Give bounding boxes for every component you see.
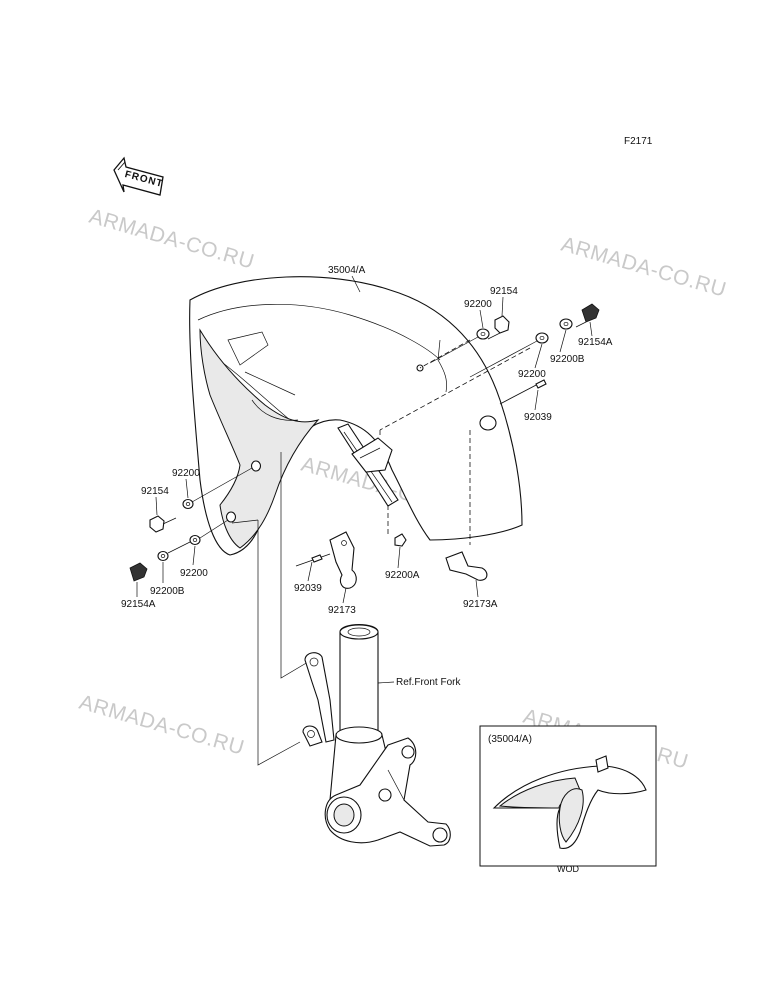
label-92154-left: 92154 xyxy=(141,486,169,497)
upper-right-hardware xyxy=(476,303,600,405)
label-92039-right: 92039 xyxy=(524,412,552,423)
label-92200-left-b: 92200 xyxy=(180,568,208,579)
bolt-icon xyxy=(149,515,177,533)
inset-label: (35004/A) xyxy=(488,734,532,745)
inset-caption: WOD xyxy=(557,864,579,874)
watermark-2: ARMADA-CO.RU xyxy=(559,233,729,302)
left-hardware xyxy=(129,498,201,582)
label-ref-front-fork: Ref.Front Fork xyxy=(396,677,461,688)
label-92039-left: 92039 xyxy=(294,583,322,594)
label-92154A-upper: 92154A xyxy=(578,337,613,348)
bolt-icon xyxy=(129,562,148,582)
label-92173: 92173 xyxy=(328,605,356,616)
variant-inset: (35004/A) WOD xyxy=(479,725,657,874)
label-92154A-left: 92154A xyxy=(121,599,156,610)
label-92154-upper: 92154 xyxy=(490,286,518,297)
bolt-icon xyxy=(487,315,510,340)
watermark-4: ARMADA-CO.RU xyxy=(77,691,247,760)
label-92200B-upper: 92200B xyxy=(550,354,585,365)
clamp-92173A xyxy=(445,551,488,581)
watermark-1: ARMADA-CO.RU xyxy=(87,205,257,274)
cable-tie-icon xyxy=(499,379,547,405)
label-92200-upper-a: 92200 xyxy=(464,299,492,310)
brake-hose-clamp-92173 xyxy=(329,531,357,589)
front-fender xyxy=(189,276,523,556)
label-92173A: 92173A xyxy=(463,599,498,610)
label-92200-left-a: 92200 xyxy=(172,468,200,479)
label-35004A: 35004/A xyxy=(328,265,366,276)
label-92200B-left: 92200B xyxy=(150,586,185,597)
figure-code: F2171 xyxy=(624,136,653,147)
cable-tie-icon xyxy=(295,553,331,567)
washer-icon xyxy=(189,534,201,546)
washer-icon xyxy=(182,498,194,510)
front-fork xyxy=(302,623,451,847)
front-arrow-icon: FRONT xyxy=(113,156,164,196)
washer-icon xyxy=(476,328,490,340)
nut-92200A xyxy=(394,533,407,547)
bolt-icon xyxy=(575,303,600,328)
inset-fender xyxy=(492,755,647,849)
label-92200A: 92200A xyxy=(385,570,420,581)
label-92200-upper-b: 92200 xyxy=(518,369,546,380)
washer-icon xyxy=(157,550,169,562)
washer-icon xyxy=(559,318,573,330)
washer-icon xyxy=(535,332,549,344)
